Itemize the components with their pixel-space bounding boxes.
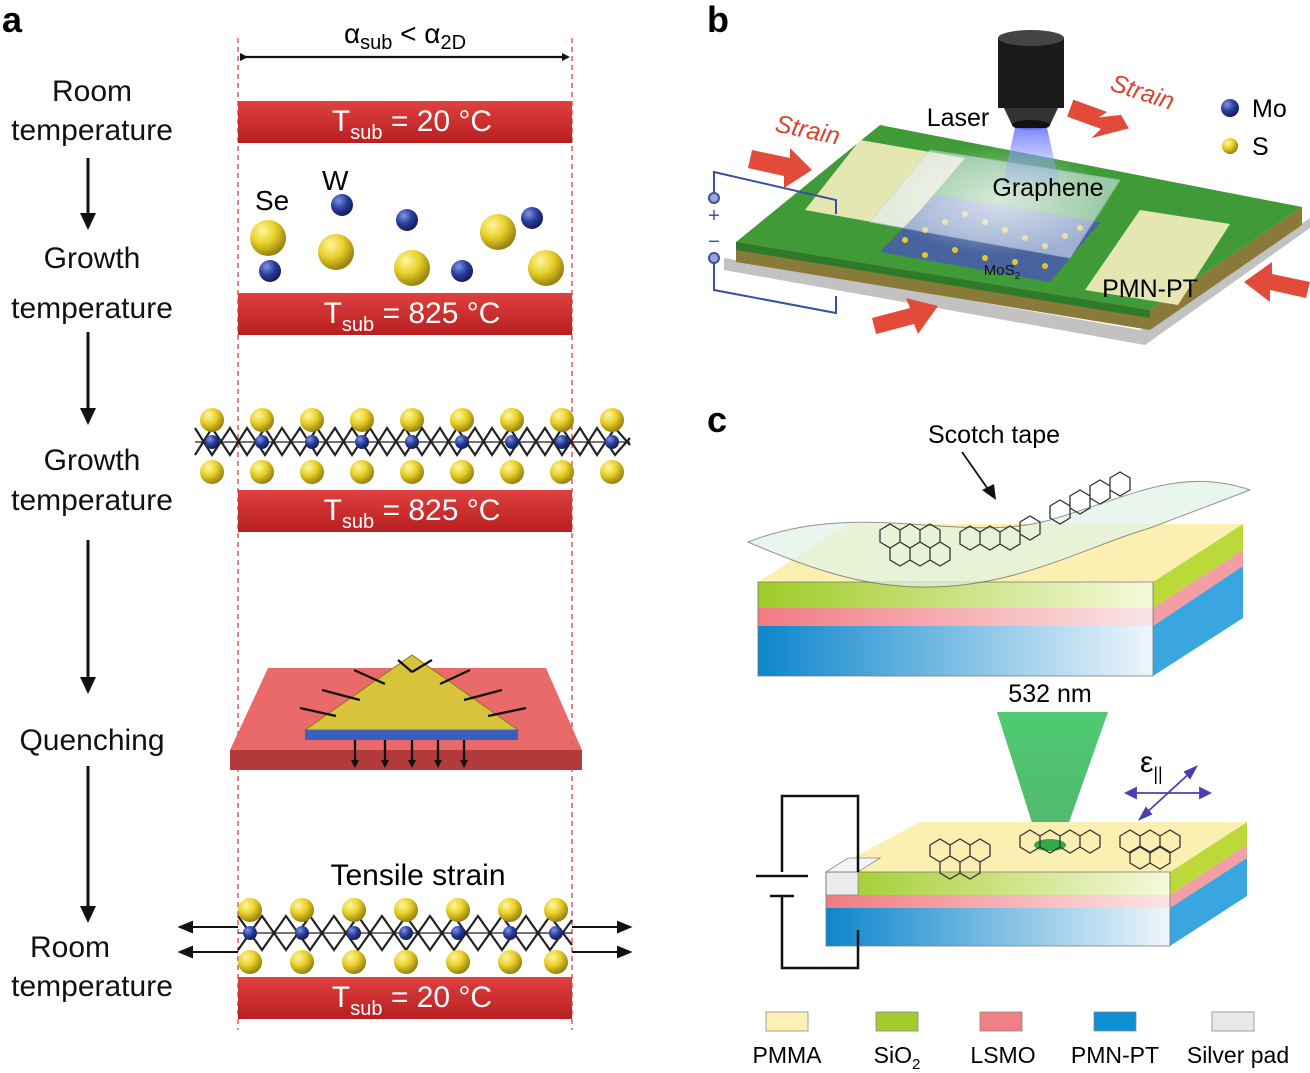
stage-label-growth-2: Growth — [44, 444, 141, 477]
tape-graphene-flakes — [879, 471, 1131, 567]
legend-swatch-mo — [1221, 99, 1239, 117]
pmn-pt-board-shadow — [724, 218, 1310, 345]
lattice-room — [177, 898, 633, 974]
panel-a-letter: a — [2, 0, 23, 40]
stage-flow-arrows — [80, 158, 96, 923]
legend-label-pmn-pt: PMN-PT — [1071, 1042, 1159, 1068]
objective-lens — [998, 30, 1064, 130]
mos2-label: MoS2 — [984, 262, 1021, 282]
strain-direction-arrows — [1123, 765, 1213, 821]
temperature-bar-2: Tsub = 825 °C — [238, 293, 572, 336]
strain-label-right: Strain — [1107, 69, 1178, 116]
legend-swatch-s — [1222, 138, 1238, 154]
legend-label-pmma: PMMA — [753, 1042, 823, 1068]
battery-circuit — [756, 794, 860, 970]
legend-swatch-lsmo — [979, 1011, 1023, 1032]
epsilon-label: ε|| — [1140, 746, 1163, 784]
atom-label-se: Se — [255, 185, 289, 216]
surface-graphene-flakes — [929, 829, 1181, 880]
plus-sign: + — [708, 205, 720, 227]
stage-label-room-2: Room — [30, 931, 110, 964]
scotch-tape-pointer — [961, 451, 991, 493]
legend-swatch-pmma — [765, 1011, 809, 1032]
laser-beam-c — [997, 712, 1108, 848]
temperature-bar-4: Tsub = 20 °C — [238, 977, 572, 1020]
alpha-relation: αsub < α2D — [344, 18, 466, 54]
legend-swatch-pmn-pt — [1093, 1011, 1137, 1032]
laser-beam-b — [1002, 128, 1060, 185]
minus-sign: − — [708, 231, 720, 253]
legend-c: PMMA SiO2 LSMO PMN-PT Silver pad — [753, 1011, 1289, 1073]
tensile-strain-label: Tensile strain — [330, 859, 505, 892]
silver-pad — [825, 871, 859, 896]
legend-swatch-silver-pad — [1211, 1011, 1255, 1032]
legend-label-mo: Mo — [1252, 95, 1287, 123]
legend-b: Mo S — [1221, 95, 1287, 161]
legend-swatch-sio2 — [875, 1011, 919, 1032]
flake-expansion-arrows — [299, 659, 527, 762]
temperature-bar-1: Tsub = 20 °C — [238, 101, 572, 144]
legend-label-lsmo: LSMO — [970, 1042, 1035, 1068]
lattice-growth — [194, 408, 631, 484]
stage-label-quenching: Quenching — [19, 724, 164, 757]
strain-label-left: Strain — [773, 110, 843, 151]
temperature-bar-3: Tsub = 825 °C — [238, 490, 572, 533]
atom-label-w: W — [322, 165, 349, 196]
panel-b: b Laser Graphene MoS2 PMN-PT — [707, 0, 1310, 345]
scotch-tape-label: Scotch tape — [928, 421, 1060, 449]
legend-label-s: S — [1252, 133, 1269, 161]
free-atoms — [250, 194, 564, 286]
panel-c-letter: c — [707, 399, 727, 440]
laser-wavelength-label: 532 nm — [1008, 680, 1091, 708]
svg-text:Tsub = 20 °C: Tsub = 20 °C — [332, 981, 492, 1020]
stack-lower — [824, 822, 1247, 947]
panel-c: c Scotch tape 532 nm ε|| — [707, 399, 1289, 1073]
strain-arrows — [748, 99, 1310, 334]
svg-text:Tsub = 825 °C: Tsub = 825 °C — [324, 297, 501, 336]
stage-label-room-2-b: temperature — [11, 970, 173, 1003]
tensile-arrows — [177, 920, 633, 959]
svg-text:Tsub = 825 °C: Tsub = 825 °C — [324, 494, 501, 533]
stage-label-growth-2-b: temperature — [11, 484, 173, 517]
pmn-pt-label: PMN-PT — [1102, 275, 1198, 303]
legend-label-silver-pad: Silver pad — [1187, 1042, 1289, 1068]
quenching-substrate — [230, 654, 582, 770]
legend-label-sio2: SiO2 — [874, 1042, 921, 1073]
stage-label-room-1: Room — [52, 75, 132, 108]
stage-label-growth-1-b: temperature — [11, 292, 173, 325]
voltage-circuit — [708, 170, 837, 315]
stage-label-growth-1: Growth — [44, 242, 141, 275]
stage-label-room-1-b: temperature — [11, 114, 173, 147]
laser-label-b: Laser — [927, 104, 990, 132]
graphene-label: Graphene — [992, 174, 1103, 202]
panel-b-letter: b — [707, 0, 729, 40]
panel-a: a αsub < α2D Room temperature Growth tem… — [2, 0, 633, 1030]
svg-text:Tsub = 20 °C: Tsub = 20 °C — [332, 105, 492, 144]
electrode-right — [1085, 210, 1230, 305]
